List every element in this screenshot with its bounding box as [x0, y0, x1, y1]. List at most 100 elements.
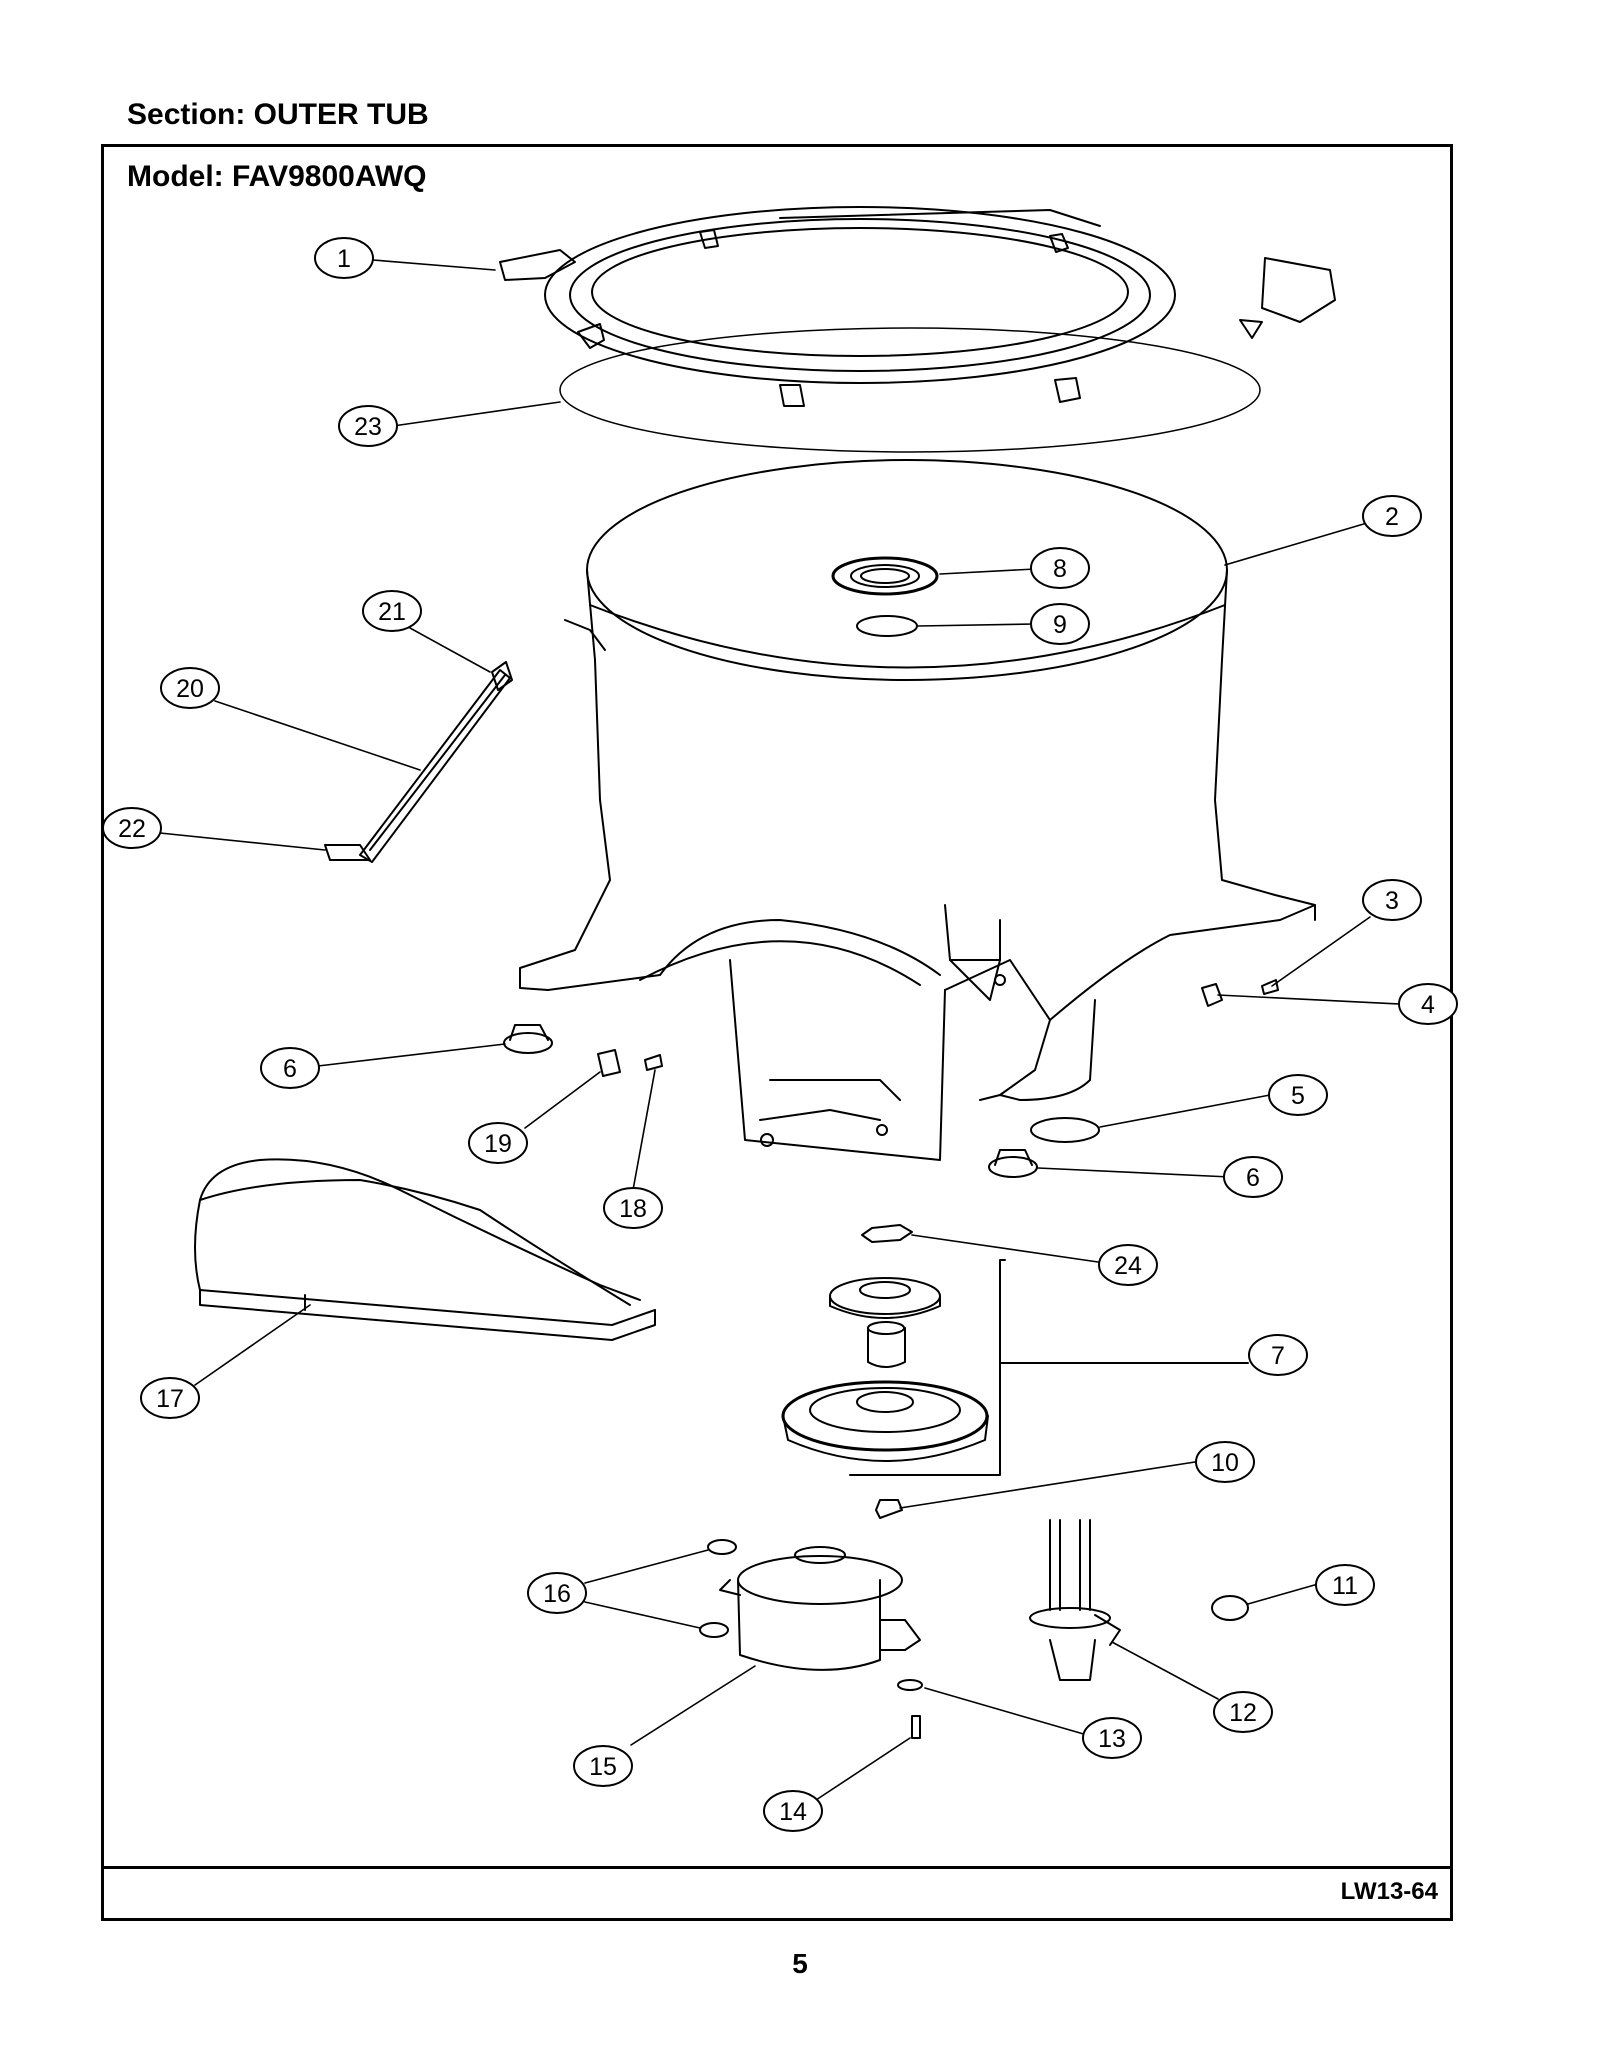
callout-c19: 19: [468, 1122, 528, 1164]
leader-line-14: [815, 1737, 911, 1801]
callout-c5: 5: [1268, 1074, 1328, 1116]
leader-line-15: [630, 1665, 756, 1746]
callout-label: 8: [1053, 555, 1067, 583]
callout-label: 7: [1271, 1342, 1285, 1370]
drive-belt-part: [194, 1158, 656, 1341]
footer-divider: [101, 1866, 1453, 1869]
callout-c1: 1: [314, 237, 374, 279]
hose-clamp-part: [1211, 1595, 1249, 1621]
callout-label: 20: [176, 675, 204, 703]
callout-oval: [160, 667, 220, 709]
callout-c2: 2: [1362, 495, 1422, 537]
callout-label: 18: [619, 1195, 647, 1223]
callout-c15: 15: [573, 1745, 633, 1787]
callout-label: 6: [283, 1055, 297, 1083]
callout-oval: [468, 1122, 528, 1164]
callout-c11: 11: [1315, 1564, 1375, 1606]
callout-oval: [1362, 879, 1422, 921]
callout-label: 21: [378, 598, 406, 626]
hex-nut-part: [861, 1224, 913, 1243]
callout-oval: [338, 405, 398, 447]
callout-label: 14: [779, 1798, 807, 1826]
callout-oval: [314, 237, 374, 279]
leader-line-2: [1224, 522, 1368, 566]
callout-c12: 12: [1213, 1691, 1273, 1733]
callout-oval: [140, 1377, 200, 1419]
leader-line-23: [392, 401, 561, 427]
seal-o-ring-part: [856, 615, 918, 637]
callout-oval: [1030, 603, 1090, 645]
leader-line-16b: [584, 1601, 701, 1629]
callout-label: 4: [1421, 991, 1435, 1019]
callout-oval: [1268, 1074, 1328, 1116]
clip-part: [1201, 983, 1223, 1007]
callout-c9: 9: [1030, 603, 1090, 645]
tub-seal-part: [831, 556, 939, 596]
callout-label: 6: [1246, 1164, 1260, 1192]
leader-line-9: [917, 623, 1036, 627]
leader-line-17: [194, 1304, 311, 1386]
leader-line-19: [524, 1071, 601, 1129]
callout-oval: [1248, 1334, 1308, 1376]
callout-oval: [102, 807, 162, 849]
callout-oval: [1315, 1564, 1375, 1606]
flange-bolt-part: [875, 1499, 903, 1519]
callout-label: 5: [1291, 1082, 1305, 1110]
callout-c6b: 6: [1223, 1156, 1283, 1198]
callout-c6a: 6: [260, 1047, 320, 1089]
tub-gasket-part: [559, 327, 1261, 453]
callout-oval: [1223, 1156, 1283, 1198]
callout-c13: 13: [1082, 1717, 1142, 1759]
page-number: 5: [792, 1948, 808, 1979]
callout-label: 24: [1114, 1252, 1142, 1280]
callout-c21: 21: [362, 590, 422, 632]
leader-line-10: [899, 1461, 1196, 1509]
leader-line-5: [1099, 1094, 1271, 1128]
callout-c16: 16: [527, 1572, 587, 1614]
leader-line-3: [1271, 916, 1371, 987]
callout-c4: 4: [1398, 983, 1458, 1025]
callout-oval: [763, 1790, 823, 1832]
leader-line-6b: [1037, 1167, 1231, 1178]
leader-line-18: [632, 1069, 656, 1191]
callout-label: 11: [1332, 1572, 1358, 1600]
callout-oval: [1213, 1691, 1273, 1733]
leader-line-13: [924, 1687, 1088, 1736]
diagram-frame: [101, 144, 1453, 1921]
callout-c18: 18: [603, 1187, 663, 1229]
bracket-screw-part: [644, 1054, 663, 1071]
leader-line-8: [939, 568, 1036, 575]
callout-label: 3: [1385, 887, 1399, 915]
callout-label: 13: [1098, 1725, 1126, 1753]
callout-c17: 17: [140, 1377, 200, 1419]
leader-line-12: [1111, 1641, 1219, 1700]
drawing-code: LW13-64: [1340, 1878, 1438, 1905]
callout-oval: [1195, 1441, 1255, 1483]
leader-line-1: [372, 259, 496, 271]
screw-part: [1261, 979, 1279, 995]
callout-oval: [1398, 983, 1458, 1025]
leader-line-16a: [584, 1549, 709, 1584]
callout-oval: [260, 1047, 320, 1089]
callout-label: 22: [118, 815, 146, 843]
callout-oval: [527, 1572, 587, 1614]
leveling-foot-part-right: [988, 1149, 1038, 1178]
motor-screw-part: [911, 1715, 921, 1739]
callout-oval: [573, 1745, 633, 1787]
grommet-part-upper: [707, 1539, 737, 1555]
callout-label: 1: [337, 245, 351, 273]
callout-label: 16: [543, 1580, 571, 1608]
model-title: Model: FAV9800AWQ: [127, 160, 427, 193]
bracket-clip-part: [597, 1049, 621, 1077]
callout-c22: 22: [102, 807, 162, 849]
rod-clip-part: [491, 661, 513, 691]
drive-motor-part: [719, 1546, 921, 1671]
callout-c10: 10: [1195, 1441, 1255, 1483]
damper-rod-part: [324, 669, 511, 863]
leader-line-11: [1247, 1583, 1319, 1605]
washer-part: [897, 1679, 923, 1691]
callout-oval: [1082, 1717, 1142, 1759]
callout-oval: [362, 590, 422, 632]
callout-label: 12: [1229, 1699, 1257, 1727]
